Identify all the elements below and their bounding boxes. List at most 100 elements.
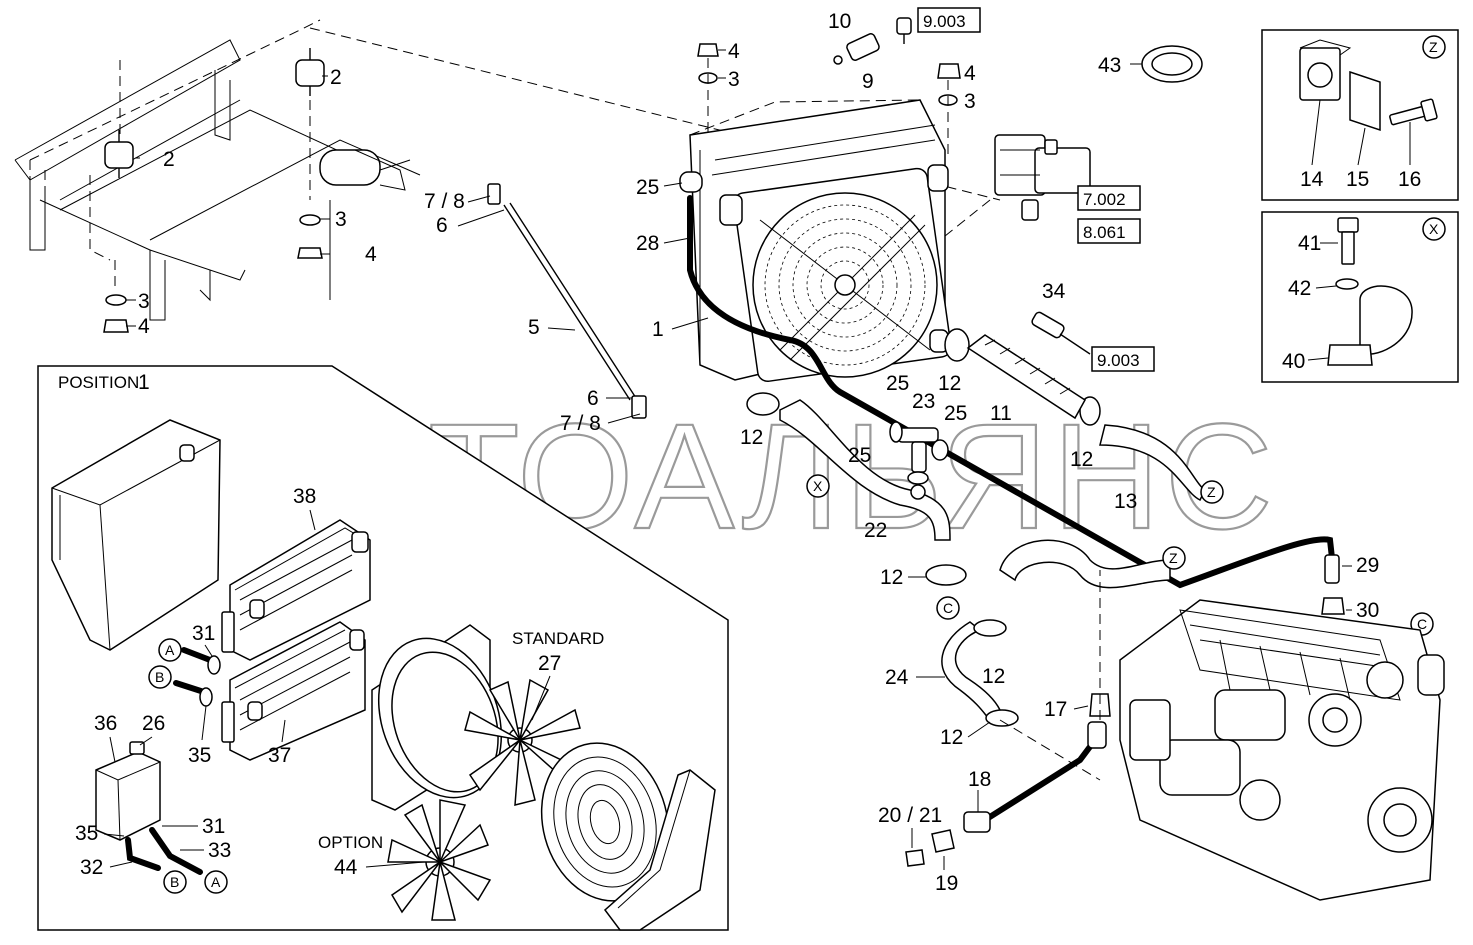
svg-text:Z: Z: [1429, 39, 1438, 55]
label-20-21: 20 / 21: [878, 804, 942, 827]
clamp-icon: [1079, 396, 1101, 426]
fan-guard-grill: [540, 742, 670, 902]
nut-icon: [697, 43, 719, 57]
label-2: 2: [163, 148, 175, 171]
label-11: 11: [990, 402, 1012, 425]
label-17: 17: [1044, 698, 1067, 721]
bolt-16: [1389, 98, 1438, 126]
callout-b: B: [148, 665, 172, 689]
fan-shroud: [371, 624, 503, 811]
label-3: 3: [964, 90, 976, 113]
fan-option-44: [387, 799, 492, 921]
label-7-8: 7 / 8: [560, 412, 601, 435]
label-25: 25: [944, 402, 967, 425]
label-32: 32: [80, 856, 103, 879]
hose-22: [779, 399, 951, 541]
engine-block: [1119, 599, 1445, 901]
svg-text:B: B: [170, 874, 179, 890]
label-standard: STANDARD: [512, 629, 604, 648]
clamp-icon: [973, 619, 1007, 637]
label-31: 31: [192, 622, 215, 645]
svg-text:Z: Z: [1169, 550, 1178, 566]
label-14: 14: [1300, 168, 1324, 191]
callout-z: Z: [1162, 546, 1186, 570]
label-3: 3: [335, 208, 347, 231]
ref-9003[interactable]: 9.003: [923, 12, 966, 31]
callout-a: A: [204, 870, 228, 894]
valve-block: [994, 134, 1091, 221]
svg-text:C: C: [1417, 616, 1427, 632]
label-22: 22: [864, 519, 887, 542]
hose-b: [173, 680, 207, 695]
label-24: 24: [885, 666, 909, 689]
callout-b: B: [163, 870, 187, 894]
label-41: 41: [1298, 232, 1321, 255]
expansion-tank: [95, 741, 161, 841]
ref-7002[interactable]: 7.002: [1083, 190, 1126, 209]
washer-icon: [1335, 278, 1359, 290]
label-36: 36: [94, 712, 117, 735]
hose-32: [125, 837, 161, 871]
callout-x: X: [1422, 217, 1446, 241]
washer-icon: [105, 294, 127, 306]
radiator-housing: [51, 419, 221, 651]
label-35: 35: [75, 822, 98, 845]
clamp-icon: [944, 328, 970, 362]
rubber-mount-lower: [104, 130, 134, 178]
tee-fitting-23: [889, 421, 949, 500]
label-23: 23: [912, 390, 935, 413]
label-4: 4: [964, 62, 976, 85]
label-4: 4: [728, 40, 740, 63]
ref-9003[interactable]: 9.003: [1097, 351, 1140, 370]
fitting-19: [931, 829, 955, 853]
clamp-icon: [199, 687, 213, 707]
label-25: 25: [848, 444, 871, 467]
label-9: 9: [862, 70, 874, 93]
label-28: 28: [636, 232, 659, 255]
cooler-38: [221, 519, 371, 661]
label-26: 26: [142, 712, 165, 735]
label-27: 27: [538, 652, 561, 675]
label-35: 35: [188, 744, 211, 767]
fitting-29: [1324, 554, 1340, 584]
bolt-41: [1337, 217, 1359, 265]
support-rod: [487, 183, 647, 419]
ref-box-9003[interactable]: [1091, 346, 1155, 372]
svg-text:X: X: [1429, 221, 1439, 237]
clamp-icon: [207, 655, 221, 675]
position-number: 1: [138, 371, 150, 394]
label-4: 4: [138, 315, 150, 338]
label-33: 33: [208, 839, 231, 862]
position-label: POSITION: [58, 373, 139, 392]
label-40: 40: [1282, 350, 1305, 373]
svg-text:A: A: [165, 642, 175, 658]
hose-33: [149, 827, 203, 875]
label-42: 42: [1288, 277, 1311, 300]
radiator-assembly: [679, 99, 952, 383]
svg-text:Z: Z: [1207, 484, 1216, 500]
label-3: 3: [728, 68, 740, 91]
svg-text:B: B: [155, 669, 164, 685]
ref-box-9003[interactable]: [917, 7, 981, 33]
label-7-8: 7 / 8: [424, 190, 465, 213]
frame-cylinder: [319, 149, 381, 186]
clamp-icon: [746, 392, 780, 416]
fitting-17: [1089, 693, 1111, 717]
label-5: 5: [528, 316, 540, 339]
label-12: 12: [880, 566, 903, 589]
ref-box-7002[interactable]: [1077, 185, 1141, 211]
label-15: 15: [1346, 168, 1369, 191]
hose-a: [181, 647, 213, 663]
label-4: 4: [365, 243, 377, 266]
ref-8061[interactable]: 8.061: [1083, 223, 1126, 242]
label-31: 31: [202, 815, 225, 838]
clamp-icon: [925, 564, 967, 586]
fitting-30: [1321, 597, 1345, 615]
svg-text:A: A: [211, 874, 221, 890]
label-12: 12: [740, 426, 763, 449]
ref-box-8061[interactable]: [1077, 218, 1141, 244]
corrugated-hose-11: [966, 334, 1086, 420]
rubber-mount-upper: [295, 48, 325, 96]
label-6: 6: [436, 214, 448, 237]
